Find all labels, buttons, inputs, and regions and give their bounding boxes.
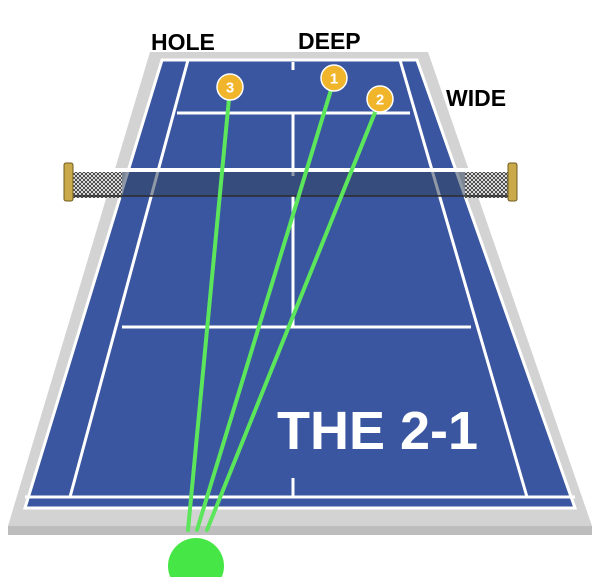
shot-line-3 [186,86,232,532]
shot-line-2 [205,98,382,532]
shot-marker-2-number: 2 [376,92,384,109]
court-lines [22,58,578,510]
label-deep: DEEP [298,28,361,54]
diagram-title: THE 2-1 [277,401,478,461]
shot-marker-3: 3 [216,73,244,101]
court-surround-front [8,526,592,535]
label-wide: WIDE [446,85,506,111]
shot-marker-3-number: 3 [226,80,234,97]
shot-lines [186,78,382,532]
player-ball [168,538,224,577]
tennis-net [63,162,518,202]
shot-line-1 [195,78,336,532]
net-post-right [507,162,518,202]
label-hole: HOLE [151,29,215,55]
shot-marker-1: 1 [320,64,348,92]
net-post-left [63,162,74,202]
shot-marker-2: 2 [366,85,394,113]
shot-marker-1-number: 1 [330,71,338,88]
